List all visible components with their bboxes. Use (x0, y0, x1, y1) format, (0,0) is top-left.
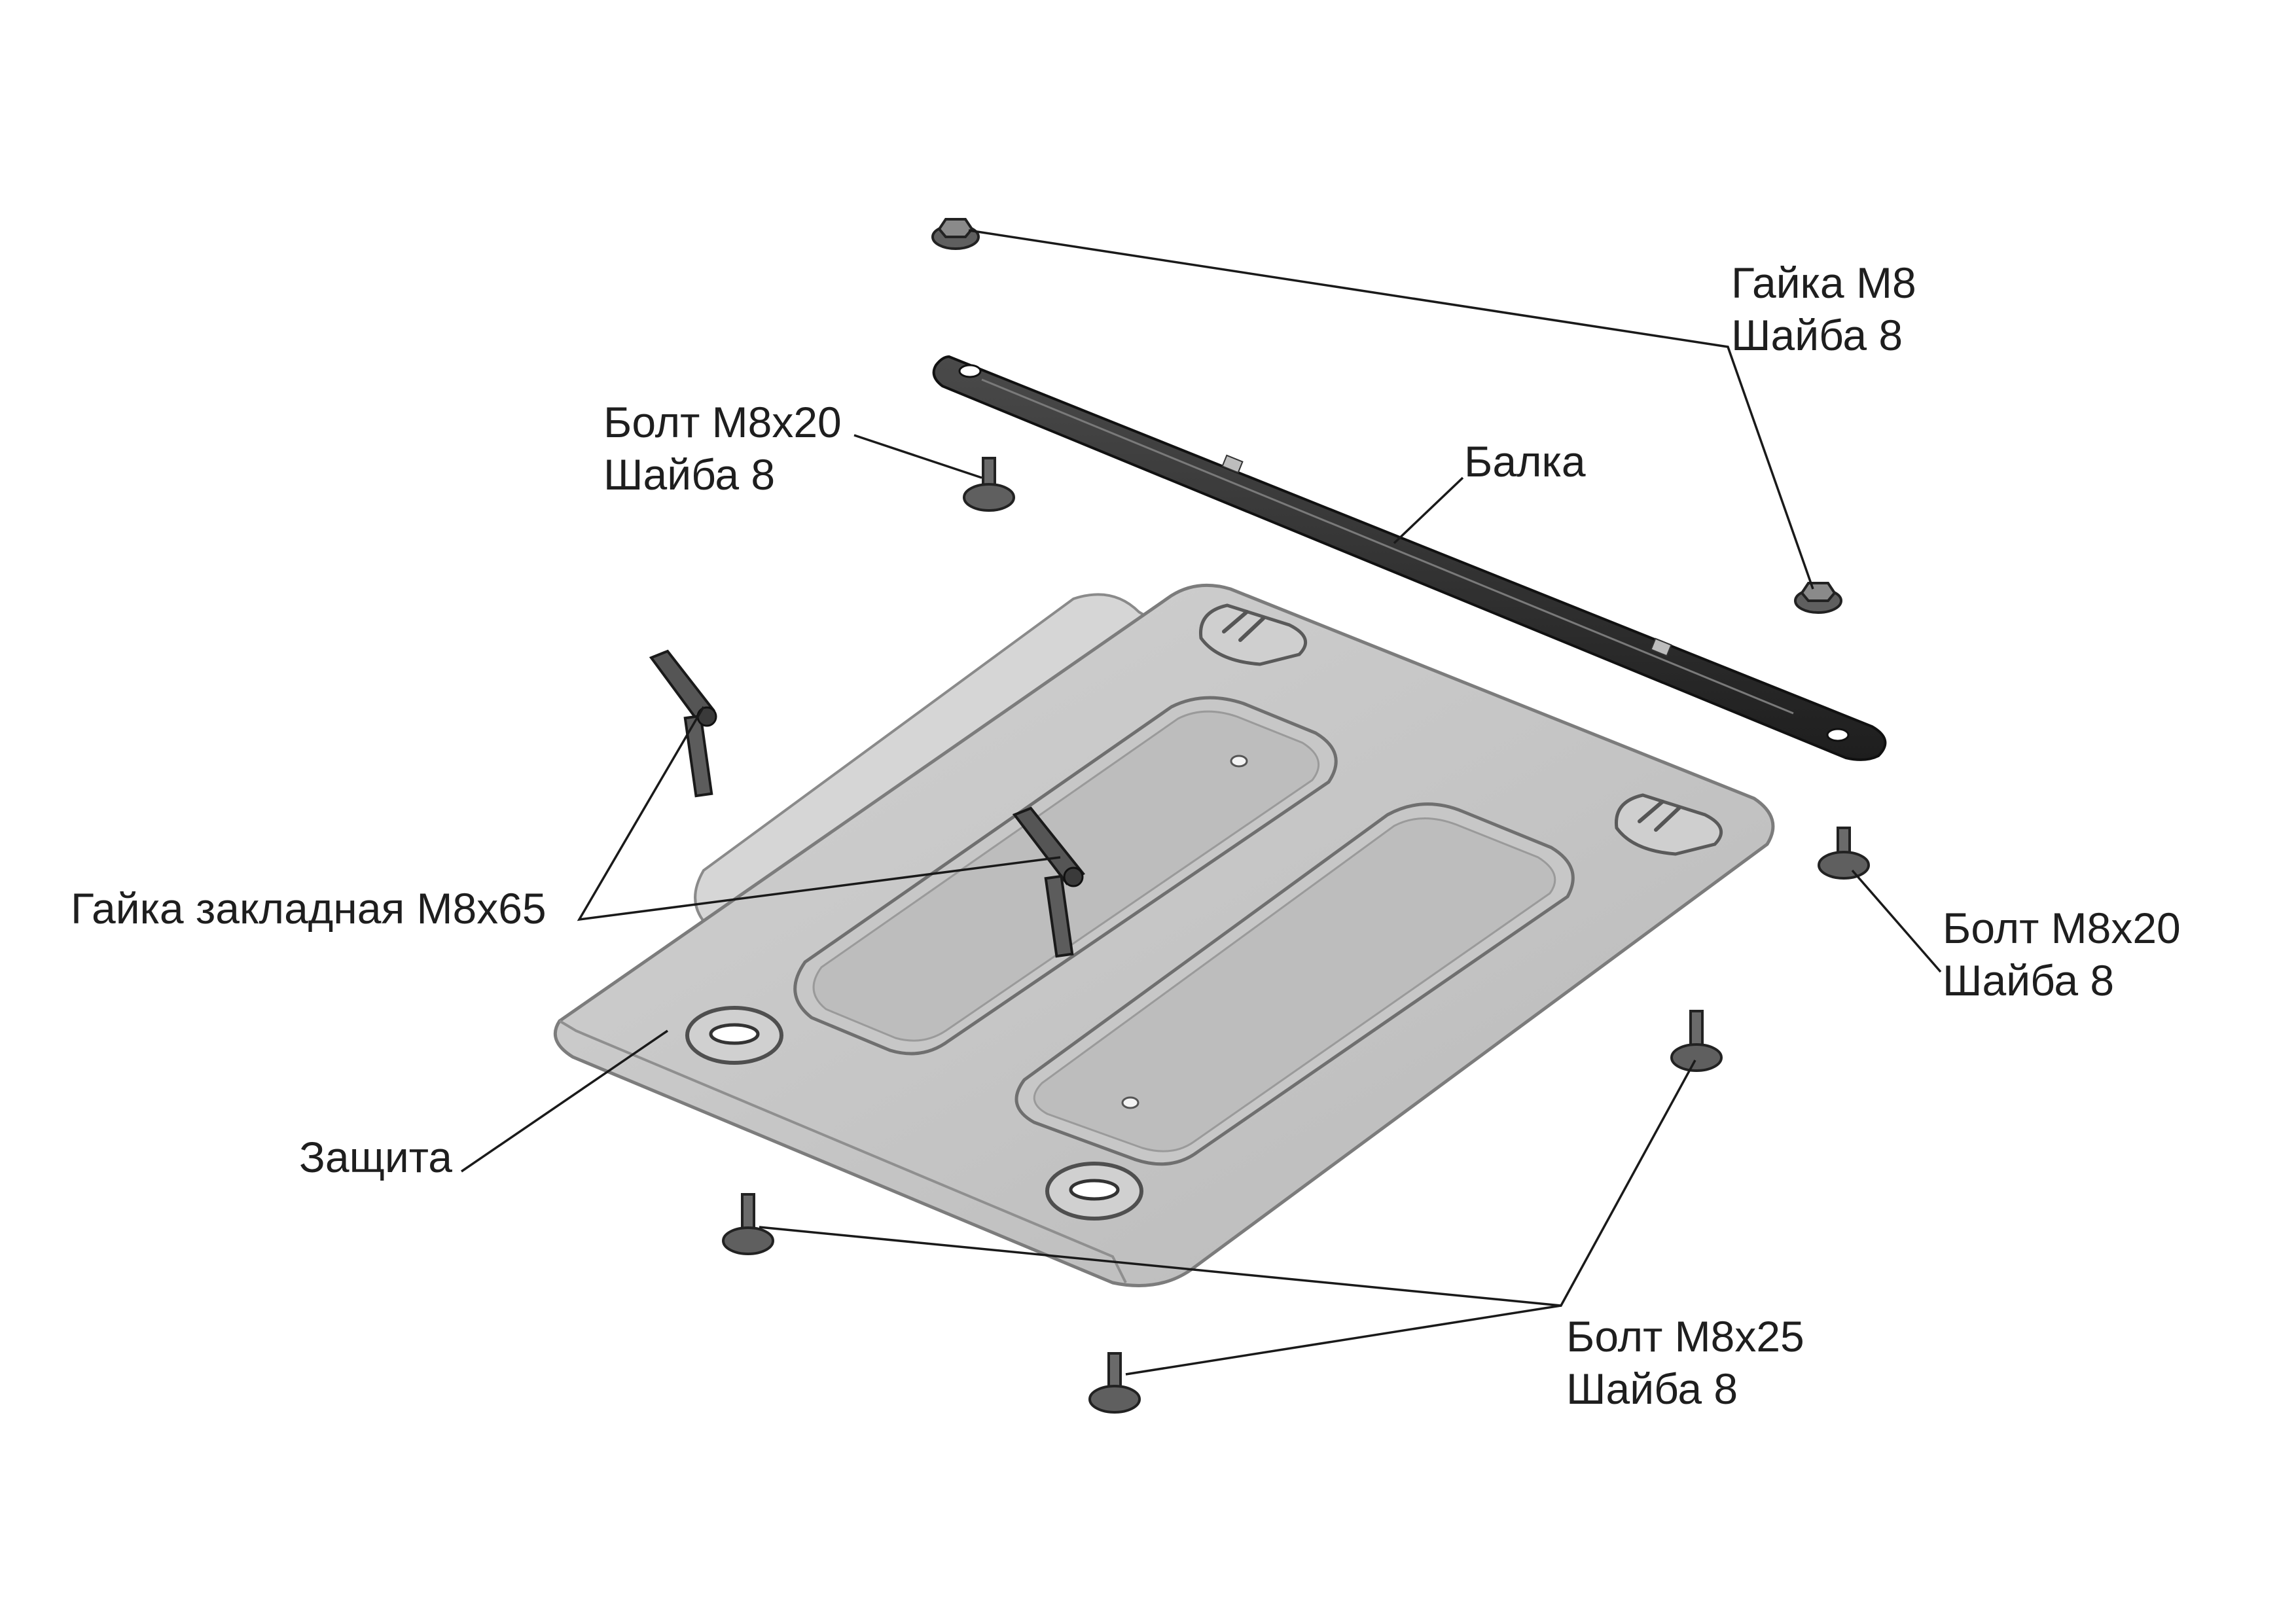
bolt-m8x25-left (722, 1193, 774, 1255)
bolt-m8x20-top-left (963, 457, 1015, 512)
callout-beam-line1: Балка (1464, 437, 1586, 486)
callout-bolt-bottom-line2: Шайба 8 (1566, 1364, 1738, 1413)
embedded-nut-left (649, 649, 717, 798)
callout-bolt-right-line2: Шайба 8 (1943, 956, 2115, 1005)
callout-bolt-top-left-line1: Болт М8х20 (603, 398, 842, 446)
nut-m8-top (931, 218, 980, 250)
callout-bolt-bottom: Болт М8х25 Шайба 8 (1566, 1310, 1804, 1415)
callout-bolt-top-left-line2: Шайба 8 (603, 450, 776, 499)
leader-lines (461, 229, 1942, 1376)
callout-beam: Балка (1464, 435, 1586, 488)
bolt-m8x20-right (1818, 827, 1870, 880)
callout-embedded-nut: Гайка закладная М8х65 (71, 882, 547, 935)
callout-embedded-nut-line1: Гайка закладная М8х65 (71, 884, 547, 933)
beam (932, 355, 1887, 761)
callout-bolt-right-line1: Болт М8х20 (1943, 904, 2181, 952)
callout-skid-plate-line1: Защита (299, 1133, 452, 1181)
callout-nut-m8-line2: Шайба 8 (1731, 311, 1903, 359)
skid-plate (553, 583, 1775, 1287)
callout-bolt-right: Болт М8х20 Шайба 8 (1943, 902, 2181, 1007)
u-slot-mount-right (1615, 793, 1723, 856)
callout-nut-m8-line1: Гайка М8 (1731, 259, 1916, 307)
oval-mount-right (1045, 1162, 1143, 1221)
bolt-m8x25-right (1670, 1010, 1723, 1072)
embedded-nut-center (1012, 806, 1085, 958)
callout-skid-plate: Защита (299, 1131, 452, 1183)
bolt-m8x25-bottom (1088, 1352, 1141, 1414)
callout-bolt-top-left: Болт М8х20 Шайба 8 (603, 396, 842, 501)
nut-m8-right (1794, 582, 1842, 614)
callout-nut-m8: Гайка М8 Шайба 8 (1731, 257, 1916, 361)
u-slot-mount-left (1199, 603, 1307, 666)
callout-bolt-bottom-line1: Болт М8х25 (1566, 1312, 1804, 1361)
oval-mount-left (685, 1006, 783, 1065)
